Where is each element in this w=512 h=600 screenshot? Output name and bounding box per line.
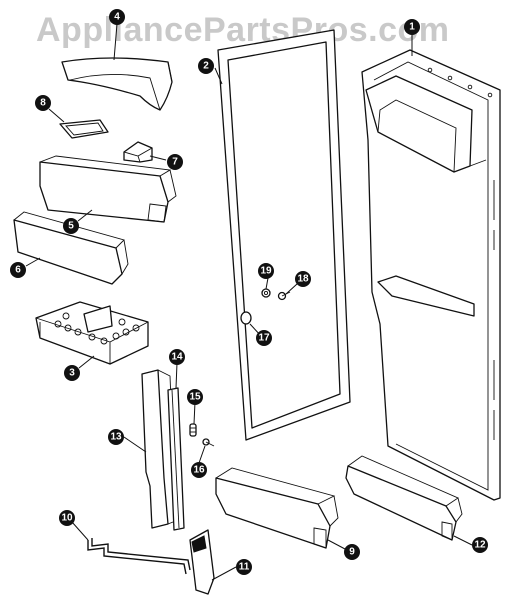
part-5-door-bin: [39, 155, 177, 223]
svg-text:8: 8: [40, 98, 46, 109]
part-19-plug: [261, 288, 271, 298]
callout-10: 10: [59, 510, 75, 526]
callout-15: 15: [187, 389, 203, 405]
callout-4: 4: [109, 9, 125, 25]
svg-text:2: 2: [203, 61, 209, 72]
part-16-screw: [202, 438, 215, 447]
watermark-text: AppliancePartsPros.com: [36, 11, 449, 49]
callout-5: 5: [63, 218, 79, 234]
svg-text:7: 7: [172, 157, 178, 168]
callout-14: 14: [169, 349, 185, 365]
svg-text:19: 19: [260, 266, 272, 277]
callout-13: 13: [108, 429, 124, 445]
callout-2: 2: [198, 58, 214, 74]
callout-16: 16: [191, 462, 207, 478]
callout-6: 6: [10, 262, 26, 278]
svg-text:13: 13: [110, 432, 122, 443]
svg-text:4: 4: [114, 12, 120, 23]
part-10-bracket-rod: [87, 538, 191, 575]
svg-text:3: 3: [69, 368, 75, 379]
svg-text:6: 6: [15, 265, 21, 276]
svg-text:12: 12: [474, 540, 486, 551]
part-1-door-liner: [361, 49, 501, 501]
callout-17: 17: [256, 330, 272, 346]
svg-text:11: 11: [239, 562, 250, 573]
callout-11: 11: [236, 559, 252, 575]
part-7-clip: [123, 141, 153, 163]
part-2-door-gasket: [217, 29, 351, 441]
callout-12: 12: [472, 537, 488, 553]
part-11-bracket-plate: [189, 529, 215, 595]
callout-19: 19: [258, 263, 274, 279]
callout-18: 18: [295, 271, 311, 287]
svg-text:5: 5: [68, 221, 74, 232]
svg-text:1: 1: [409, 22, 415, 33]
part-3-egg-tray: [35, 301, 149, 365]
svg-text:16: 16: [193, 465, 205, 476]
callout-9: 9: [344, 544, 360, 560]
part-9-door-bin: [215, 467, 339, 549]
svg-text:10: 10: [61, 513, 73, 524]
part-8-small-tray: [59, 119, 109, 139]
part-4-dairy-door: [61, 57, 173, 111]
callout-8: 8: [35, 95, 51, 111]
svg-text:14: 14: [171, 352, 183, 363]
callout-3: 3: [64, 365, 80, 381]
svg-text:15: 15: [189, 392, 201, 403]
part-17-plug: [240, 311, 252, 325]
callout-1: 1: [404, 19, 420, 35]
part-12-door-bin: [345, 455, 463, 541]
svg-text:17: 17: [258, 333, 270, 344]
part-15-screw: [189, 423, 197, 437]
callout-7: 7: [167, 154, 183, 170]
part-14-strip: [167, 387, 185, 531]
svg-text:9: 9: [349, 547, 355, 558]
svg-text:18: 18: [297, 274, 309, 285]
